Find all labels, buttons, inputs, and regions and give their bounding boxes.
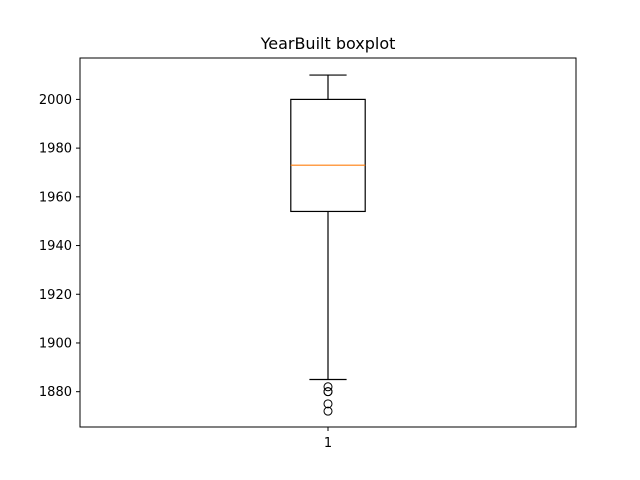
y-tick-label: 2000 xyxy=(39,93,72,108)
y-tick-label: 1940 xyxy=(39,239,72,254)
x-axis: 1 xyxy=(324,427,332,451)
outlier-point xyxy=(323,382,333,392)
chart-title: YearBuilt boxplot xyxy=(260,34,396,53)
box-group xyxy=(290,74,366,416)
y-tick-label: 1920 xyxy=(39,288,72,303)
outlier-point xyxy=(323,387,333,397)
iqr-box xyxy=(290,98,366,213)
outlier-point xyxy=(323,399,333,409)
outlier-point xyxy=(323,406,333,416)
y-tick-label: 1880 xyxy=(39,385,72,400)
x-tick-label: 1 xyxy=(324,436,332,451)
y-tick-label: 1960 xyxy=(39,190,72,205)
y-axis: 1880 1900 1920 1940 1960 1980 2000 xyxy=(39,93,80,400)
y-tick-label: 1980 xyxy=(39,142,72,157)
y-tick-label: 1900 xyxy=(39,336,72,351)
